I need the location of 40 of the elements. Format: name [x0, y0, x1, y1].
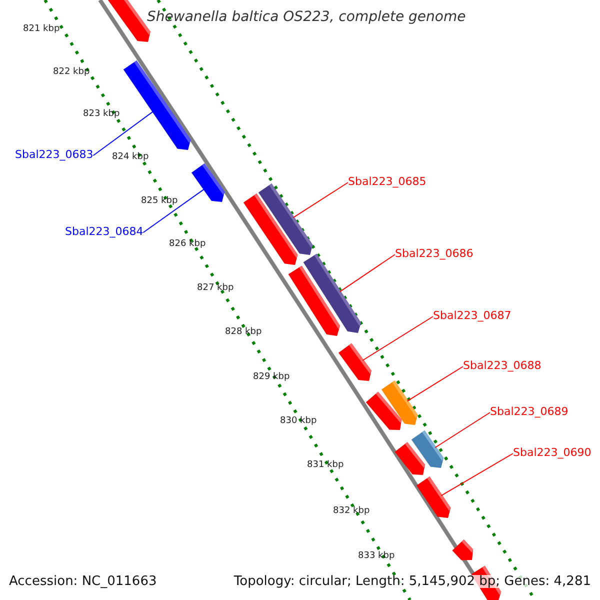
scale-label: 826 kbp [169, 240, 206, 249]
gene-label: Sbal223_0690 [513, 447, 592, 458]
map-title: Shewanella baltica OS223, complete genome [147, 10, 466, 24]
scale-label: 828 kbp [225, 328, 262, 337]
leader-line [440, 453, 514, 496]
scale-label: 831 kbp [307, 461, 344, 470]
gene-feature [123, 60, 191, 150]
scale-label: 827 kbp [197, 284, 234, 293]
leader-line [339, 254, 396, 292]
leader-line [434, 412, 490, 448]
gene-feature [452, 540, 474, 560]
leader-line [406, 366, 464, 402]
gene-feature [303, 254, 361, 333]
info-text: Accession: NC_011663 [9, 575, 157, 588]
scale-label: 822 kbp [53, 68, 90, 77]
scale-label: 832 kbp [333, 507, 370, 516]
gene-label: Sbal223_0685 [348, 176, 426, 187]
gene-label: Sbal223_0687 [433, 310, 512, 321]
leader-line [362, 316, 434, 361]
gene-label: Sbal223_0689 [490, 406, 568, 417]
gene-feature [366, 392, 402, 430]
scale-label: 829 kbp [253, 373, 290, 382]
gene-label: Sbal223_0688 [463, 360, 542, 371]
gene-feature [411, 430, 444, 468]
scale-label: 833 kbp [358, 552, 395, 561]
scale-label: 830 kbp [280, 417, 317, 426]
gene-label: Sbal223_0686 [395, 248, 474, 259]
gene-feature [258, 184, 313, 255]
scale-label: 821 kbp [23, 25, 60, 34]
gene-feature [192, 163, 224, 202]
scale-label: 825 kbp [141, 197, 178, 206]
leader-line [142, 188, 205, 233]
leader-line [292, 182, 348, 218]
leader-line [92, 110, 154, 156]
gene-feature [416, 476, 451, 518]
info-text: Topology: circular; Length: 5,145,902 bp; Genes: 4,281 [234, 575, 591, 588]
gene-label: Sbal223_0684 [65, 226, 144, 237]
gene-feature [338, 343, 372, 381]
scale-label: 824 kbp [112, 153, 149, 162]
gene-label: Sbal223_0683 [15, 149, 94, 160]
